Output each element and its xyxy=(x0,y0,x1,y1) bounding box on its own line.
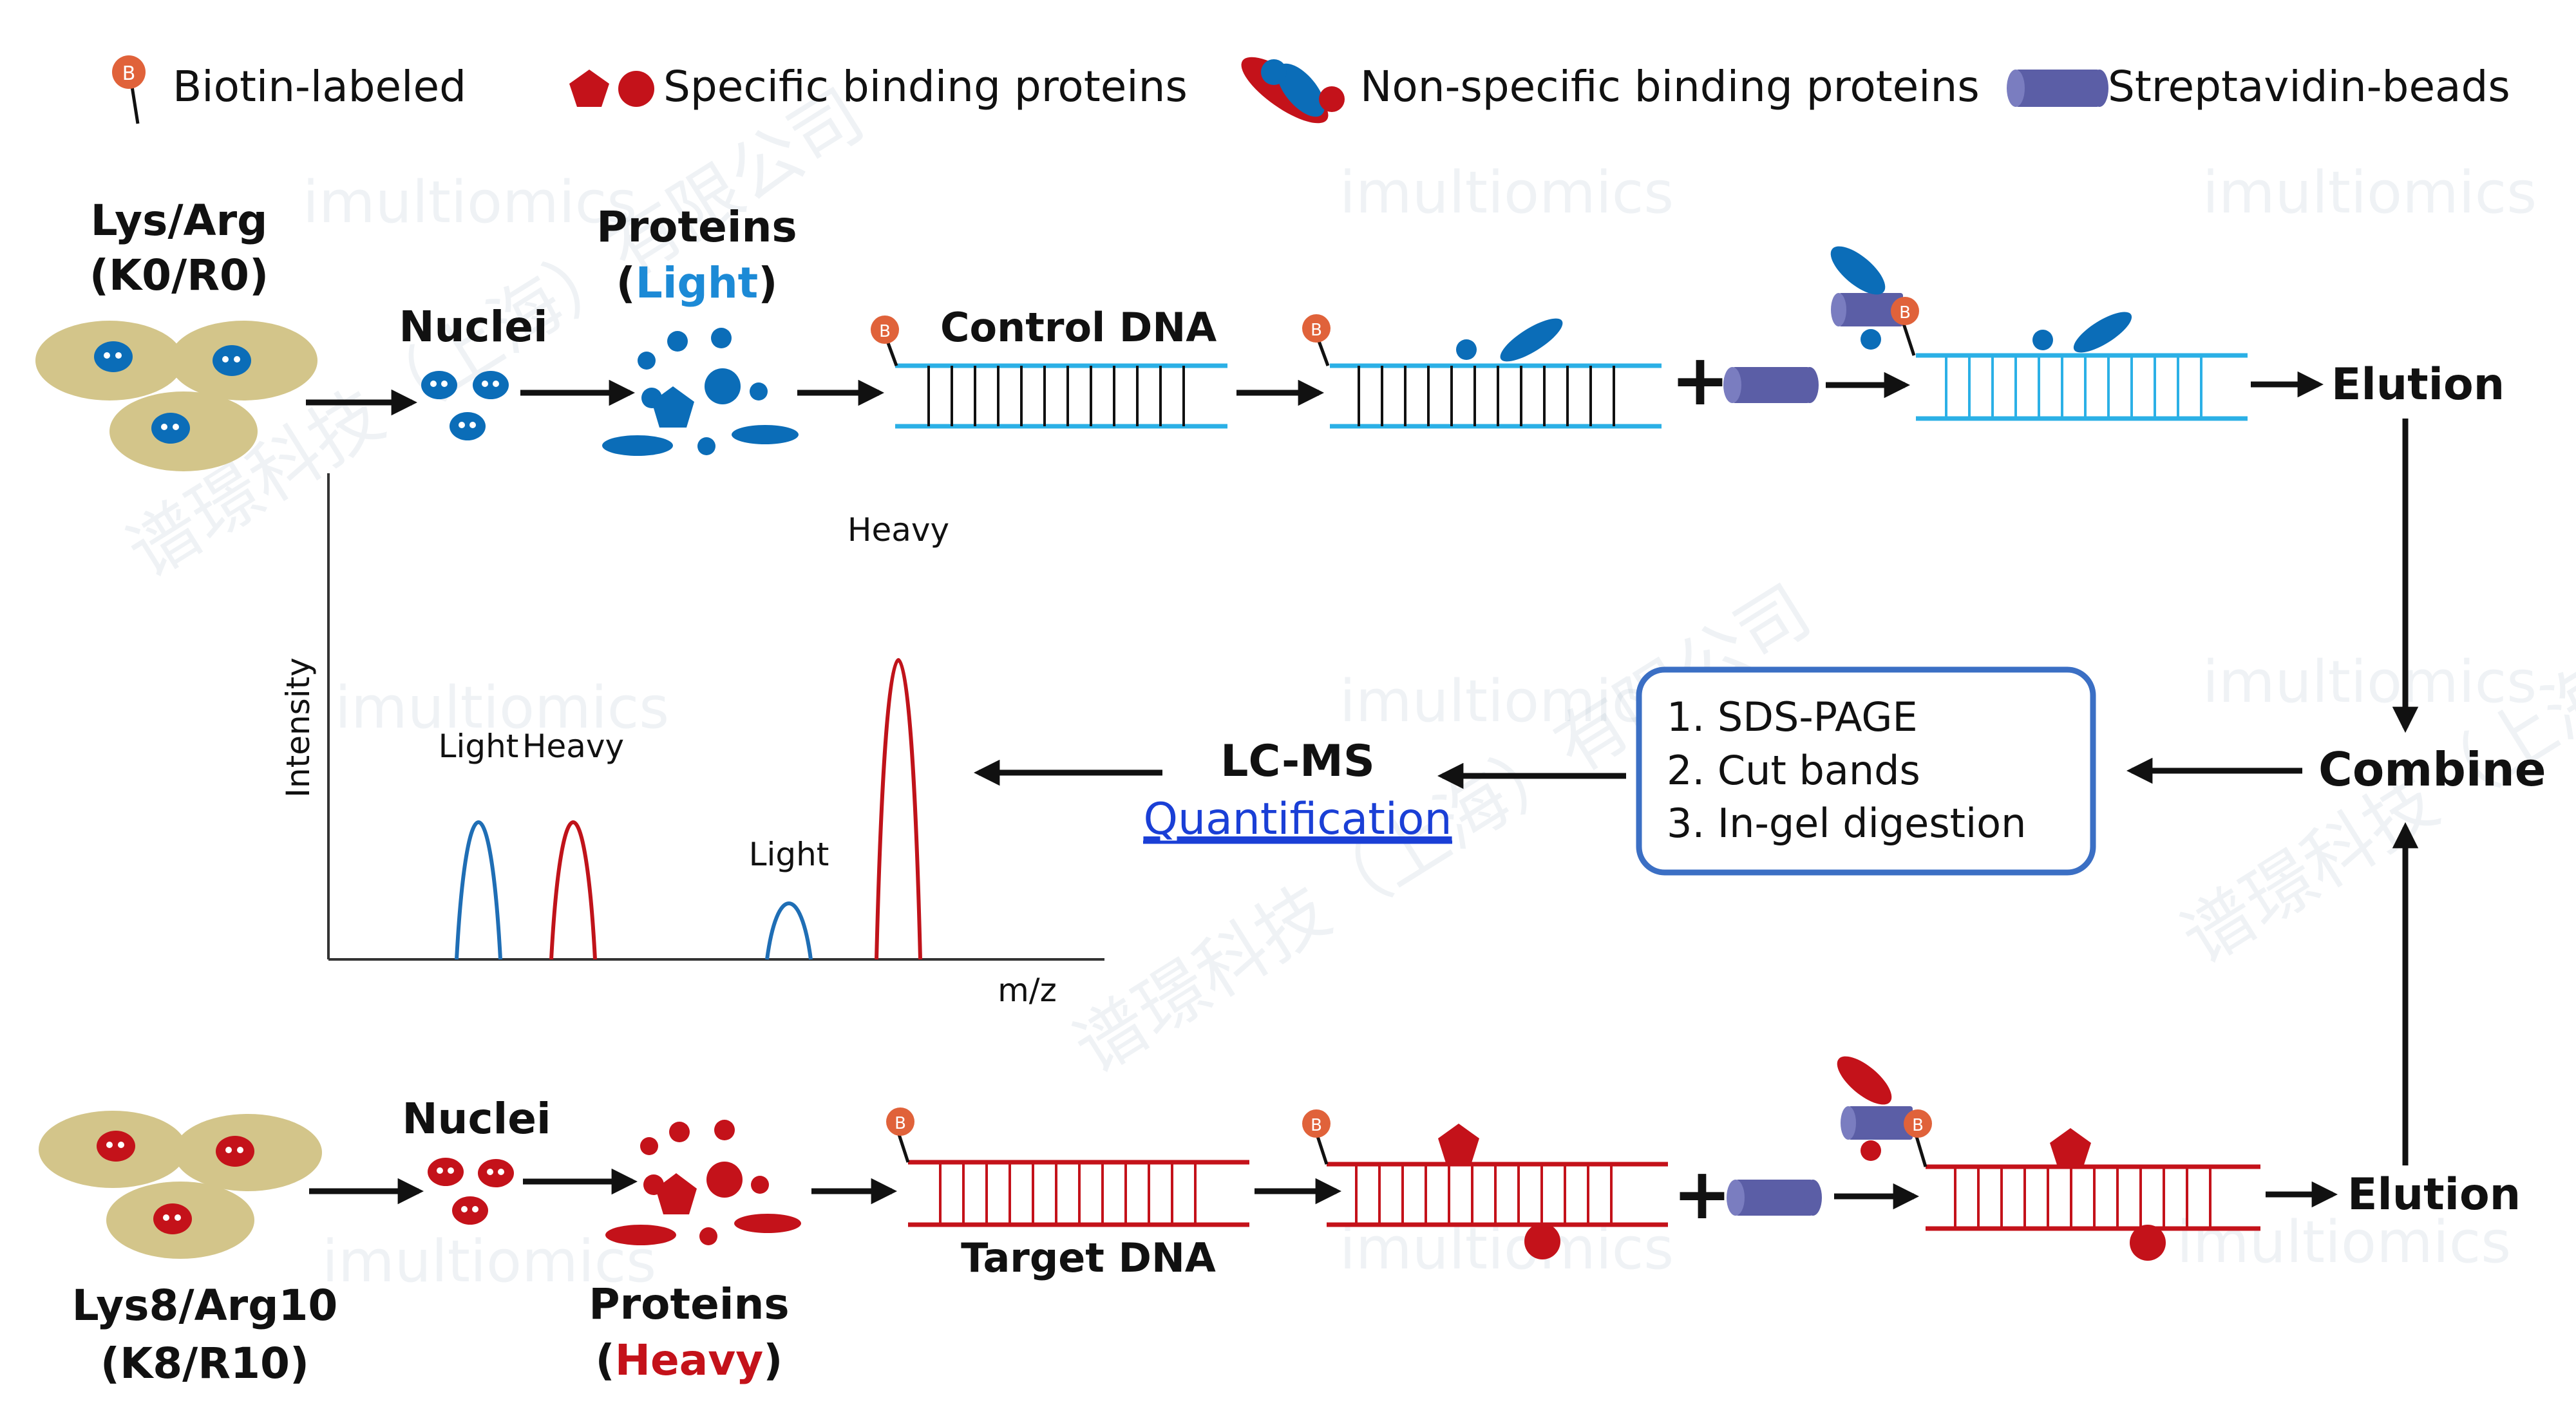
specific-protein-legend-icon xyxy=(569,70,654,107)
step-2-label: 2. Cut bands xyxy=(1667,747,1920,794)
light-cells-label: Lys/Arg xyxy=(91,196,268,245)
heavy-proteins-icon xyxy=(605,1120,801,1245)
streptavidin-bead-icon xyxy=(1723,367,1819,403)
middle-flow: Combine 1. SDS-PAGE 2. Cut bands 3. In-g… xyxy=(973,419,2546,1165)
peak-3-light xyxy=(765,901,813,960)
light-dna-label: Control DNA xyxy=(940,304,1217,351)
svg-text:B: B xyxy=(879,322,891,341)
nonspecific-protein-legend-icon xyxy=(1241,57,1345,124)
watermark-cn: 谱璟科技（上海）有限公司 xyxy=(2168,460,2576,980)
peak-label-2: Heavy xyxy=(522,728,624,765)
peak-label-3: Light xyxy=(749,836,829,873)
heavy-nuclei-label: Nuclei xyxy=(402,1094,551,1144)
watermark-brand: imultiomics xyxy=(335,674,669,742)
y-axis-label: Intensity xyxy=(279,657,317,798)
watermark-brand: imultiomics xyxy=(303,169,637,236)
light-dna-bound-icon: B xyxy=(1302,314,1662,429)
streptavidin-bead-icon xyxy=(1727,1180,1822,1216)
peak-4-heavy xyxy=(875,658,922,960)
heavy-workflow-row: Lys8/Arg10 (K8/R10) Nuclei Proteins (Hea xyxy=(39,1056,2521,1388)
svg-text:B: B xyxy=(122,62,136,85)
plus-sign: + xyxy=(1672,1153,1732,1235)
svg-text:B: B xyxy=(1899,303,1911,323)
processing-steps-box xyxy=(1636,666,2096,876)
heavy-proteins-label: Proteins xyxy=(589,1279,789,1329)
watermark-brand: imultiomics xyxy=(2177,1209,2511,1276)
light-cells-icon xyxy=(35,321,317,471)
light-control-dna-icon: B xyxy=(871,316,1227,429)
legend-specific-label: Specific binding proteins xyxy=(663,62,1188,111)
light-cells-sub: (K0/R0) xyxy=(90,250,269,300)
watermark-brand: imultiomics xyxy=(1340,668,1674,735)
plus-sign: + xyxy=(1671,339,1730,421)
legend-nonspecific-label: Non-specific binding proteins xyxy=(1360,62,1980,111)
heavy-target-dna-icon: B xyxy=(886,1107,1249,1227)
light-proteins-label: Proteins xyxy=(596,202,797,252)
watermark-brand: imultiomics xyxy=(322,1228,656,1296)
peak-1-light xyxy=(455,820,502,960)
lcms-label: LC-MS xyxy=(1220,736,1375,787)
legend-biotin-label: Biotin-labeled xyxy=(173,62,466,111)
peak-label-1: Light xyxy=(439,728,519,765)
light-nuclei-icon xyxy=(421,371,509,440)
peak-label-4: Heavy xyxy=(848,511,949,549)
combine-label: Combine xyxy=(2318,742,2546,796)
heavy-cells-label: Lys8/Arg10 xyxy=(72,1281,338,1330)
legend-beads-label: Streptavidin-beads xyxy=(2108,62,2510,111)
heavy-nuclei-icon xyxy=(428,1158,514,1225)
heavy-bead-complex-icon: B xyxy=(1837,1056,2260,1261)
watermark-brand: imultiomics xyxy=(2202,159,2537,227)
svg-text:B: B xyxy=(1311,1116,1322,1135)
light-proteins-icon xyxy=(602,328,799,456)
light-proteins-sub: (Light) xyxy=(616,258,778,308)
x-axis-label: m/z xyxy=(998,972,1057,1009)
heavy-proteins-sub: (Heavy) xyxy=(596,1335,783,1385)
light-nuclei-label: Nuclei xyxy=(399,302,547,352)
light-elution-label: Elution xyxy=(2331,359,2505,410)
peak-2-heavy xyxy=(549,820,597,960)
legend: B Biotin-labeled Specific binding protei… xyxy=(112,55,2510,124)
quantification-link[interactable]: Quantification xyxy=(1143,794,1452,845)
biotin-legend-icon: B xyxy=(112,55,146,124)
heavy-elution-label: Elution xyxy=(2347,1169,2521,1220)
heavy-cells-sub: (K8/R10) xyxy=(100,1339,309,1388)
streptavidin-bead-legend-icon xyxy=(2007,70,2108,107)
svg-text:B: B xyxy=(1912,1116,1924,1135)
light-bead-complex-icon: B xyxy=(1830,246,2248,421)
light-workflow-row: Lys/Arg (K0/R0) Nuclei Proteins (Light) xyxy=(35,196,2505,471)
step-3-label: 3. In-gel digestion xyxy=(1667,800,2026,847)
heavy-cells-icon xyxy=(39,1111,322,1259)
watermark-brand: imultiomics xyxy=(2202,648,2537,716)
heavy-dna-bound-icon: B xyxy=(1302,1109,1668,1259)
svg-text:B: B xyxy=(1311,321,1322,340)
step-1-label: 1. SDS-PAGE xyxy=(1667,693,1918,740)
watermark-brand: imultiomics xyxy=(1340,159,1674,227)
svg-text:B: B xyxy=(895,1114,906,1133)
heavy-dna-label: Target DNA xyxy=(961,1234,1216,1281)
